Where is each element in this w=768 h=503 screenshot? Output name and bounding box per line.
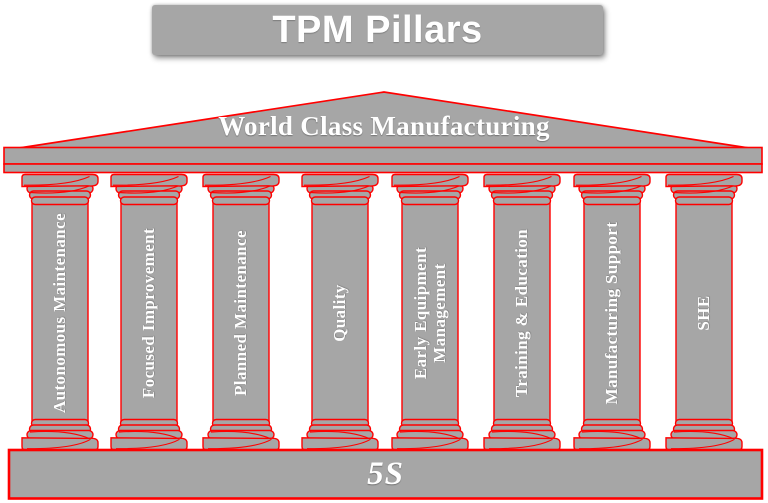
title-banner: TPM Pillars: [152, 5, 603, 55]
base-plinth: [7, 448, 764, 500]
entablature-upper-beam: [3, 146, 763, 165]
pillar-label-quality: Quality: [330, 284, 350, 342]
pillar-label-early-equipment-management: Early Equipment Management: [410, 246, 449, 380]
roof-label: World Class Manufacturing: [218, 111, 550, 141]
pillar-label-focused-improvement: Focused Improvement: [139, 227, 159, 399]
pillar-label-training-education: Training & Education: [512, 228, 532, 398]
pillar-label-manufacturing-support: Manufacturing Support: [602, 221, 622, 405]
pillar-label-planned-maintenance: Planned Maintenance: [231, 230, 251, 396]
base-label-5s: 5S: [367, 456, 404, 492]
entablature-lower-beam: [3, 163, 763, 174]
pillar-label-she: SHE: [694, 295, 714, 331]
page-title: TPM Pillars: [272, 8, 483, 51]
pillar-label-autonomous-maintenance: Autonomous Maintenance: [50, 212, 70, 414]
